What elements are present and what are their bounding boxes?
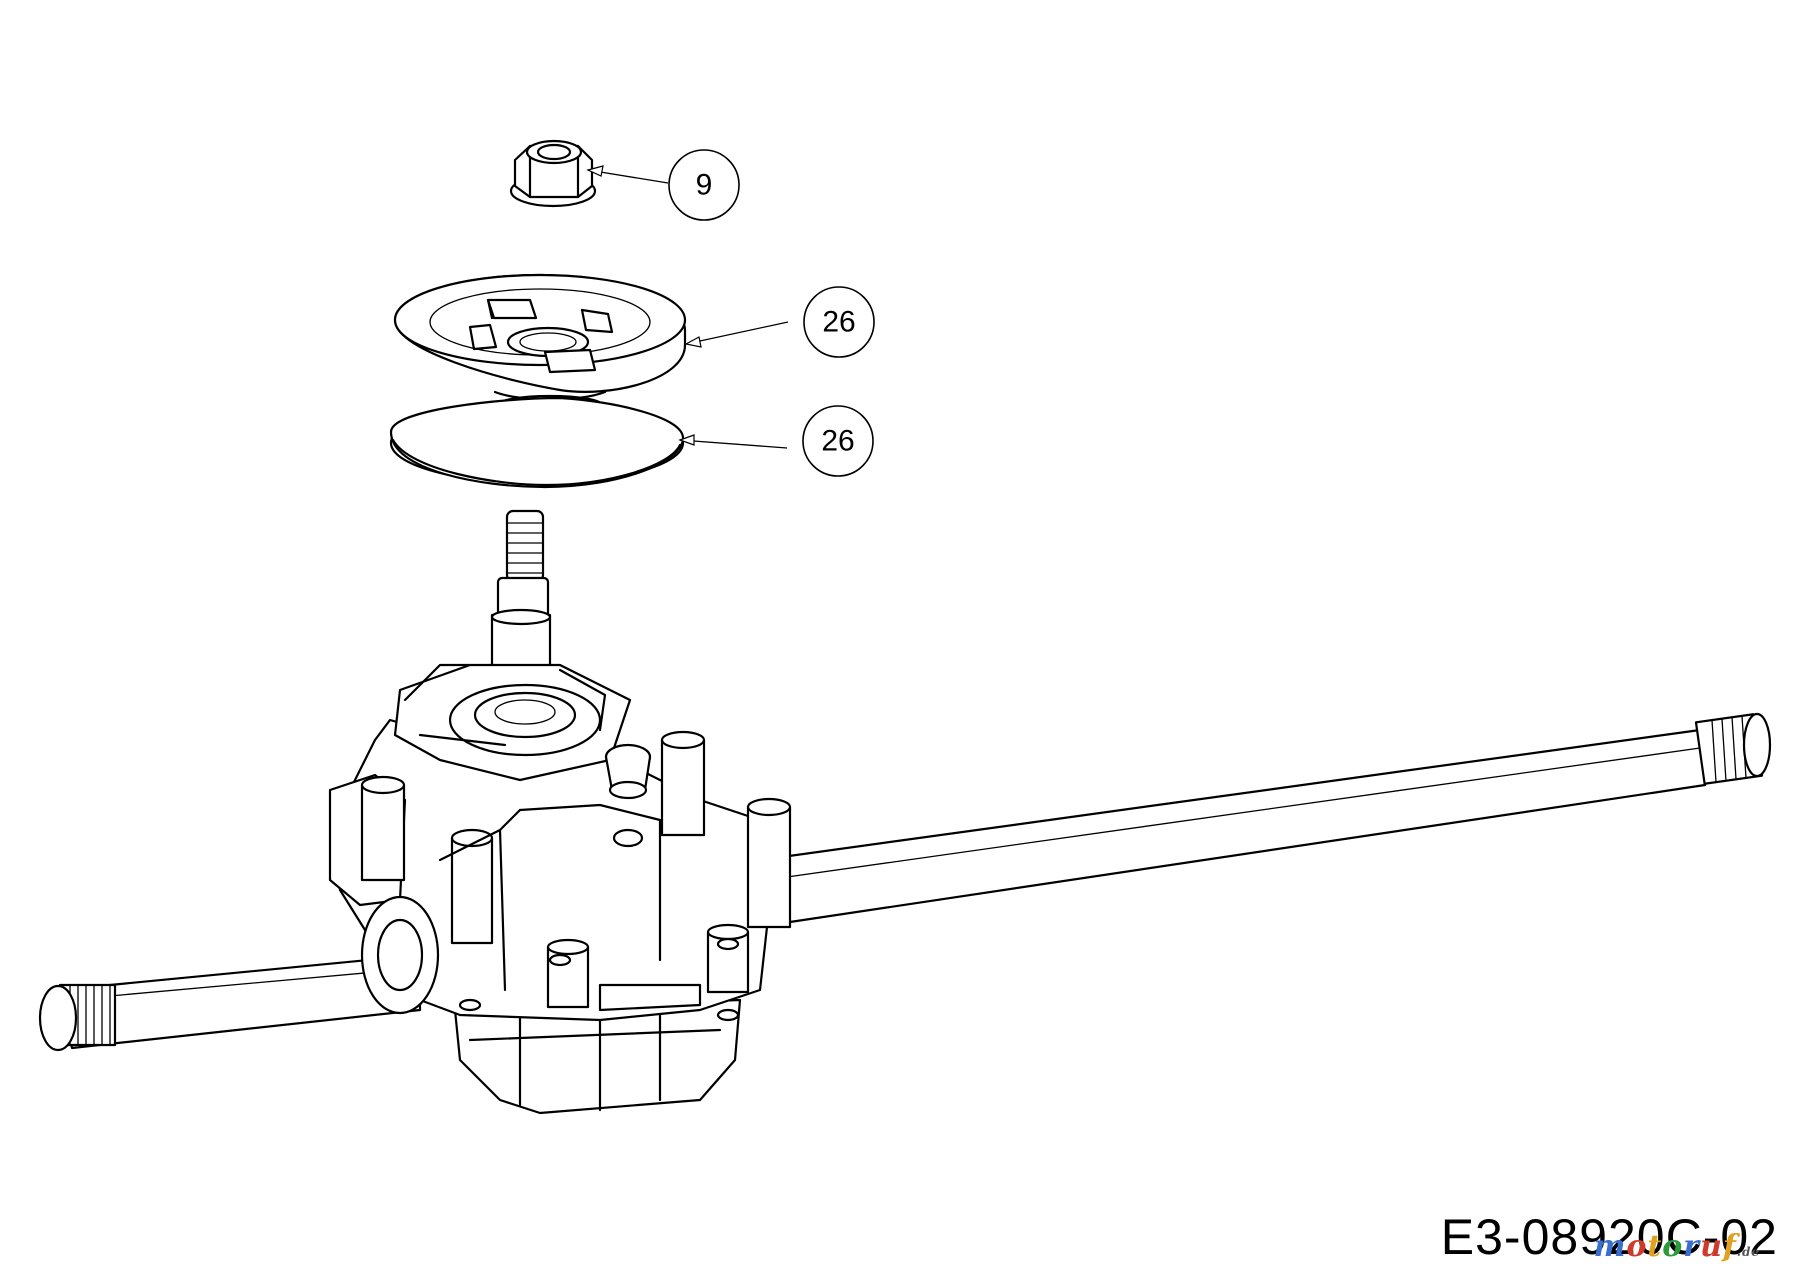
drawing-number: E3-08920C-02 [1440,1209,1778,1265]
watermark-letter: m [1593,1229,1627,1264]
callout-26-lower-label: 26 [821,425,854,458]
watermark-letter: o [1662,1229,1684,1264]
pulley-upper-half [393,273,687,416]
leader-lines [586,165,789,449]
callout-26-upper: 26 [803,286,875,358]
callout-9: 9 [668,149,740,221]
watermark-letter: t [1647,1229,1663,1264]
pulley-lower-half [389,396,685,489]
callout-26-upper-label: 26 [822,306,855,339]
watermark-letter: u [1700,1229,1723,1264]
breather-vent [604,743,652,800]
watermark-letter: r [1683,1229,1701,1264]
watermark-suffix: .de [1736,1245,1760,1259]
axle-right [758,712,1772,927]
callout-9-label: 9 [696,169,713,202]
gearbox-housing [328,663,792,1115]
watermark-logo: motoruf.de [1594,1229,1760,1264]
flange-nut [509,139,597,208]
watermark-letter: o [1626,1229,1648,1264]
housing-posts [360,730,792,1009]
watermark-letter: f [1722,1229,1737,1264]
callout-26-lower: 26 [802,405,874,477]
